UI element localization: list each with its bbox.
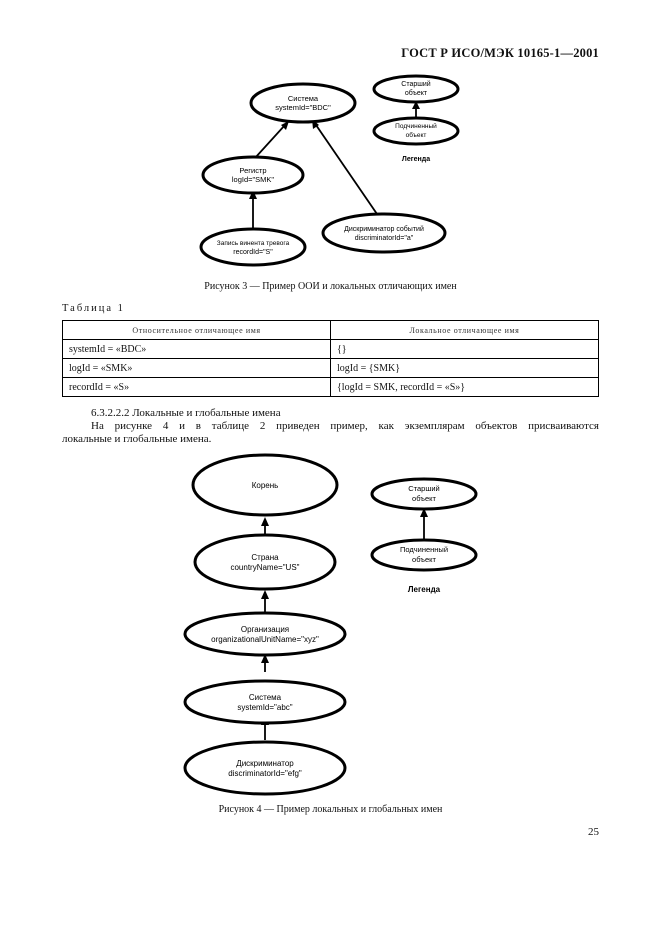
node-label: Система [288, 94, 319, 103]
node-record-s [199, 227, 307, 267]
arrowhead [261, 517, 269, 526]
legend-label: объект [412, 555, 436, 564]
edge-log-to-system [254, 124, 286, 159]
node-label: Организация [241, 625, 289, 634]
table-cell: logId = {SMK} [330, 358, 599, 378]
legend-superior [372, 74, 460, 104]
column-header: Локальное отличающее имя [330, 320, 599, 340]
legend-label: объект [406, 131, 427, 139]
table-cell: {logId = SMK, recordId = «S»} [330, 377, 599, 397]
legend-label: Подчиненный [395, 122, 437, 130]
node-label: Система [249, 693, 282, 702]
legend-subordinate [372, 116, 460, 146]
table-row: systemId = «BDC» {} [62, 339, 599, 359]
node-label: systemId="BDC" [275, 103, 331, 112]
node-discriminator-a [321, 212, 447, 254]
node-system-bdc [249, 82, 357, 124]
arrowhead [420, 508, 428, 517]
node-label: discriminatorId="a" [355, 235, 414, 242]
node-root [191, 453, 339, 517]
node-label: Корень [252, 481, 279, 490]
table-cell: recordId = «S» [62, 377, 331, 397]
table-cell: {} [330, 339, 599, 359]
table-1-label: Таблица 1 [62, 303, 125, 314]
node-label: discriminatorId="efg" [228, 769, 302, 778]
arrowhead [261, 654, 269, 663]
edge-discriminator-to-system [315, 124, 378, 215]
table-row: logId = «SMK» logId = {SMK} [62, 358, 599, 378]
node-label: countryName="US" [230, 563, 299, 572]
legend-title: Легенда [402, 156, 430, 163]
node-label: Регистр [239, 166, 266, 175]
node-label: logId="SMK" [232, 175, 275, 184]
node-label: Страна [251, 553, 279, 562]
table-header-row: Относительное отличающее имя Локальное о… [62, 320, 599, 340]
legend-label: Подчиненный [400, 545, 448, 554]
node-label: organizationalUnitName="xyz" [211, 635, 319, 644]
legend-subordinate [370, 538, 478, 572]
figure-3-caption: Рисунок 3 — Пример ООИ и локальных отлич… [204, 281, 457, 292]
arrowhead [281, 121, 289, 130]
node-organization [183, 611, 347, 657]
table-1: Относительное отличающее имя Локальное о… [62, 320, 599, 397]
node-label: Дискриминатор событий [344, 225, 424, 233]
legend-label: объект [412, 494, 436, 503]
arrowhead [261, 590, 269, 599]
paragraph-line: локальные и глобальные имена. [62, 433, 212, 445]
node-country [193, 533, 337, 591]
table-cell: logId = «SMK» [62, 358, 331, 378]
column-header: Относительное отличающее имя [62, 320, 331, 340]
document-header: ГОСТ Р ИСО/МЭК 10165-1—2001 [401, 46, 599, 60]
paragraph-line: На рисунке 4 и в таблице 2 приведен прим… [91, 420, 599, 432]
page-number: 25 [588, 826, 599, 838]
node-label: Дискриминатор [236, 759, 294, 768]
legend-superior [370, 477, 478, 511]
arrowhead [412, 101, 420, 109]
section-heading: 6.3.2.2.2 Локальные и глобальные имена [91, 407, 281, 419]
node-label: recordId="S" [233, 249, 273, 256]
node-label: systemId="abc" [237, 703, 292, 712]
legend-title: Легенда [408, 585, 441, 594]
node-log-smk [201, 155, 305, 195]
legend-label: Старший [408, 484, 440, 493]
figure-3-diagram: Система systemId="BDC" Регистр logId="SM… [199, 74, 460, 267]
node-discriminator [183, 740, 347, 796]
arrowhead [261, 716, 269, 725]
table-row: recordId = «S» {logId = SMK, recordId = … [62, 377, 599, 397]
legend-label: объект [405, 89, 428, 97]
node-system [183, 679, 347, 725]
table-cell: systemId = «BDC» [62, 339, 331, 359]
legend-label: Старший [401, 80, 430, 88]
node-label: Запись винента тревога [217, 240, 290, 247]
figure-4-caption: Рисунок 4 — Пример локальных и глобальны… [218, 804, 443, 815]
